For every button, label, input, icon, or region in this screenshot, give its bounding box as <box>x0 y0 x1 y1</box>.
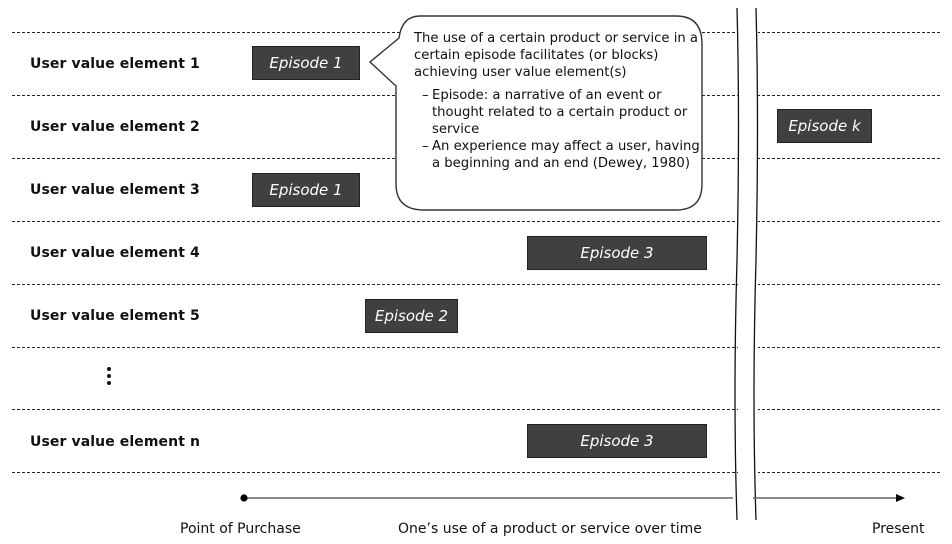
row-divider <box>12 472 940 473</box>
episode-box-row-1: Episode 1 <box>252 46 360 80</box>
callout-bullet-text: An experience may affect a user, having … <box>432 139 700 171</box>
episode-box-row-3: Episode 1 <box>252 173 360 207</box>
episode-box-row-n: Episode 3 <box>527 424 707 458</box>
row-label-user-value-element-1: User value element 1 <box>30 56 200 72</box>
episode-box-row-4: Episode 3 <box>527 236 707 270</box>
callout-text: The use of a certain product or service … <box>414 30 704 172</box>
axis-title: One’s use of a product or service over t… <box>398 521 702 537</box>
row-divider <box>12 221 940 222</box>
bullet-marker: – <box>422 139 429 154</box>
row-label-user-value-element-4: User value element 4 <box>30 245 200 261</box>
timeline-arrow-head <box>896 494 905 502</box>
callout-bullet: – Episode: a narrative of an event or th… <box>414 87 704 138</box>
row-divider <box>12 409 940 410</box>
time-break-line-right <box>753 7 759 521</box>
episode-box-row-5: Episode 2 <box>365 299 458 333</box>
callout-bullet: – An experience may affect a user, havin… <box>414 138 704 172</box>
row-divider <box>12 347 940 348</box>
episode-box-row-2: Episode k <box>777 109 872 143</box>
callout-bullet-text: Episode: a narrative of an event or thou… <box>432 88 688 137</box>
vertical-ellipsis-icon <box>106 367 112 388</box>
time-break-gap <box>738 8 758 520</box>
row-divider <box>12 284 940 285</box>
row-label-user-value-element-5: User value element 5 <box>30 308 200 324</box>
callout-bubble-shape <box>368 15 703 211</box>
row-label-user-value-element-2: User value element 2 <box>30 119 200 135</box>
timeline-start-dot <box>240 494 248 502</box>
axis-end-label: Present <box>872 521 925 537</box>
time-break-line-left <box>734 7 740 521</box>
row-label-user-value-element-n: User value element n <box>30 434 201 450</box>
row-label-user-value-element-3: User value element 3 <box>30 182 200 198</box>
axis-start-label: Point of Purchase <box>180 521 301 537</box>
callout-lead: The use of a certain product or service … <box>414 31 699 80</box>
bullet-marker: – <box>422 88 429 103</box>
